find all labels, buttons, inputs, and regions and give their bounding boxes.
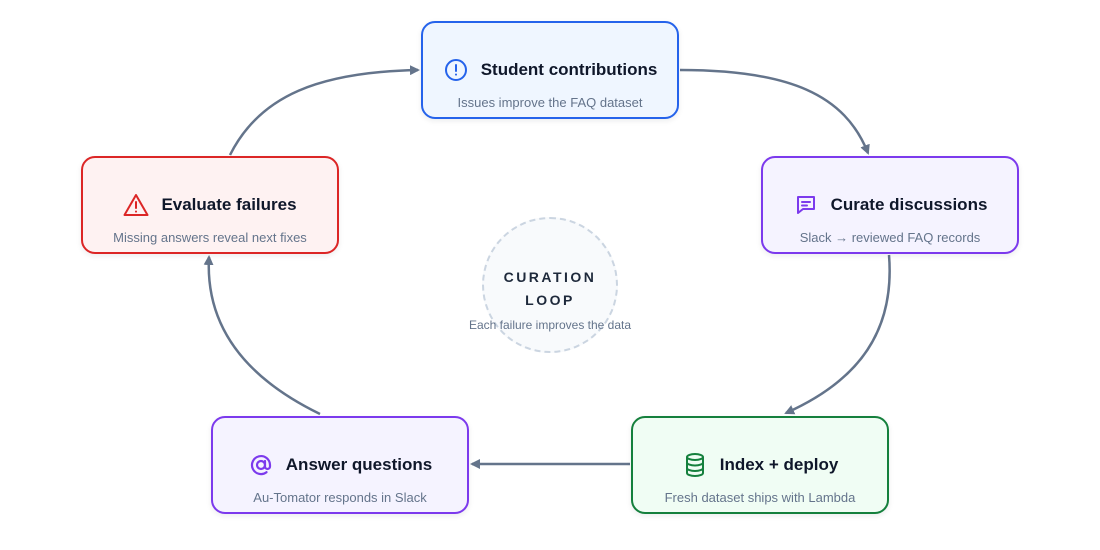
node-subtitle: Missing answers reveal next fixes	[113, 230, 307, 245]
arrow-curate-to-index	[784, 254, 891, 415]
arrow-evaluate-to-contributions	[228, 65, 420, 156]
node-student-contributions: Student contributions Issues improve the…	[421, 21, 679, 119]
node-title: Student contributions	[480, 60, 658, 79]
node-subtitle: Au-Tomator responds in Slack	[253, 490, 427, 505]
arrow-answer-to-evaluate	[203, 255, 321, 416]
alert-circle-icon	[443, 57, 469, 83]
message-square-icon	[793, 192, 819, 218]
node-subtitle: Slack → reviewed FAQ records	[799, 230, 981, 245]
curation-loop-badge: CURATION LOOP Each failure improves the …	[469, 217, 631, 353]
database-icon	[682, 452, 708, 478]
node-title: Curate discussions	[830, 195, 988, 214]
at-sign-icon	[248, 452, 274, 478]
node-index-deploy: Index + deploy Fresh dataset ships with …	[631, 416, 889, 514]
center-title-line1: CURATION	[503, 269, 597, 285]
node-answer-questions: Answer questions Au-Tomator responds in …	[211, 416, 469, 514]
center-subtitle: Each failure improves the data	[468, 318, 632, 332]
node-title: Answer questions	[285, 455, 433, 474]
arrow-contributions-to-curate	[679, 68, 870, 155]
warning-triangle-icon	[123, 192, 149, 218]
node-curate-discussions: Curate discussions Slack → reviewed FAQ …	[761, 156, 1019, 254]
center-title: CURATION LOOP	[484, 266, 616, 312]
center-title-line2: LOOP	[525, 292, 575, 308]
node-evaluate-failures: Evaluate failures Missing answers reveal…	[81, 156, 339, 254]
node-title: Evaluate failures	[161, 195, 297, 214]
node-subtitle: Issues improve the FAQ dataset	[457, 95, 643, 110]
node-title: Index + deploy	[719, 455, 839, 474]
node-subtitle: Fresh dataset ships with Lambda	[664, 490, 856, 505]
